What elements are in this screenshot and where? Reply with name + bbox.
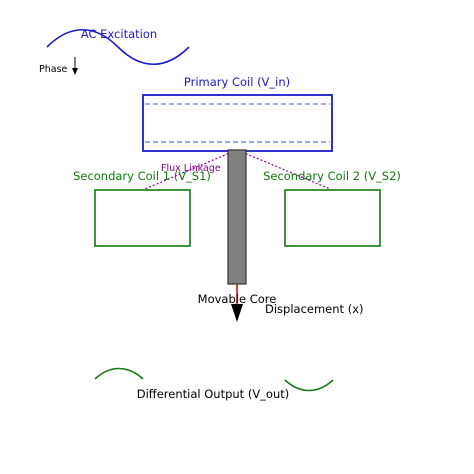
output-wave-right — [284, 379, 334, 392]
secondary-coil-1 — [94, 189, 191, 247]
displacement-arrow-head — [231, 304, 243, 322]
ac-excitation-wave — [46, 28, 190, 66]
differential-output-label: Differential Output (V_out) — [137, 387, 290, 401]
flux-linkage-label: Flux Linkage — [161, 163, 221, 174]
output-wave-left — [94, 367, 144, 380]
displacement-label: Displacement (x) — [265, 302, 364, 316]
phase-label: Phase — [39, 64, 68, 75]
primary-coil — [142, 94, 333, 152]
secondary-coil-1-label: Secondary Coil 1 (V_S1) — [73, 169, 211, 183]
secondary-coil-2 — [284, 189, 381, 247]
phase-arrow-head — [72, 68, 78, 75]
ac-excitation-label: AC Excitation — [81, 27, 157, 41]
movable-core-label: Movable Core — [198, 292, 277, 306]
secondary-coil-2-label: Secondary Coil 2 (V_S2) — [263, 169, 401, 183]
primary-coil-label: Primary Coil (V_in) — [184, 75, 290, 89]
movable-core — [227, 149, 247, 285]
